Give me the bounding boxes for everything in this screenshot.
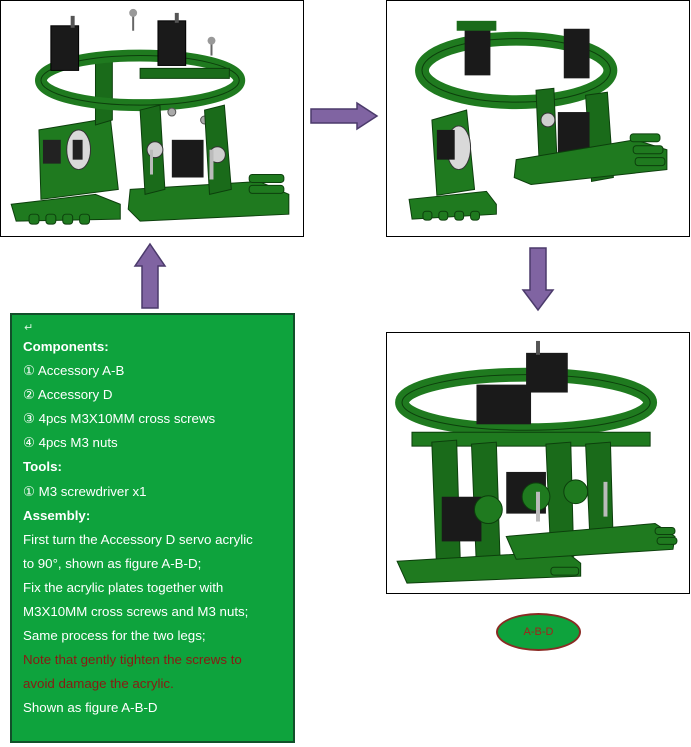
- blank-line: ↵: [24, 322, 34, 334]
- assembly-heading: Assembly:: [23, 507, 91, 523]
- note-line: Note that gently tighten the screws to: [23, 652, 242, 668]
- figure-label-text: A-B-D: [523, 626, 554, 638]
- parts-illustration: [10, 8, 290, 225]
- arrow-up: [133, 242, 167, 310]
- components-heading: Components:: [23, 339, 109, 354]
- assembly-line: First turn the Accessory D servo acrylic: [23, 531, 253, 547]
- component-item: ① Accessory A-B: [23, 363, 125, 379]
- assembly-line: Fix the acrylic plates together with: [23, 579, 224, 595]
- partial-assembly-illustration: [408, 20, 668, 221]
- arrow-down: [521, 246, 555, 312]
- assembly-line: to 90°, shown as figure A-B-D;: [23, 555, 202, 571]
- figure-label: A-B-D: [496, 613, 581, 651]
- component-item: ② Accessory D: [23, 387, 113, 403]
- note-line: avoid damage the acrylic.: [23, 676, 174, 692]
- arrow-down-icon: [521, 247, 555, 312]
- assembly-line: M3X10MM cross screws and M3 nuts;: [23, 604, 249, 620]
- arrow-right: [309, 101, 379, 131]
- assembly-figure-partial: [386, 0, 690, 237]
- tools-heading: Tools:: [23, 459, 62, 475]
- component-item: ③ 4pcs M3X10MM cross screws: [23, 411, 216, 427]
- arrow-up-icon: [133, 242, 167, 309]
- final-line: Shown as figure A-B-D: [23, 700, 158, 716]
- instructions-box: ↵ Components: ① Accessory A-B ② Accessor…: [10, 313, 295, 743]
- assembly-figure-parts: [0, 0, 304, 237]
- assembly-line: Same process for the two legs;: [23, 628, 206, 644]
- assembly-figure-complete: [386, 332, 690, 594]
- tool-item: ① M3 screwdriver x1: [23, 483, 147, 499]
- arrow-right-icon: [310, 101, 379, 131]
- complete-assembly-illustration: [395, 340, 678, 584]
- component-item: ④ 4pcs M3 nuts: [23, 435, 118, 451]
